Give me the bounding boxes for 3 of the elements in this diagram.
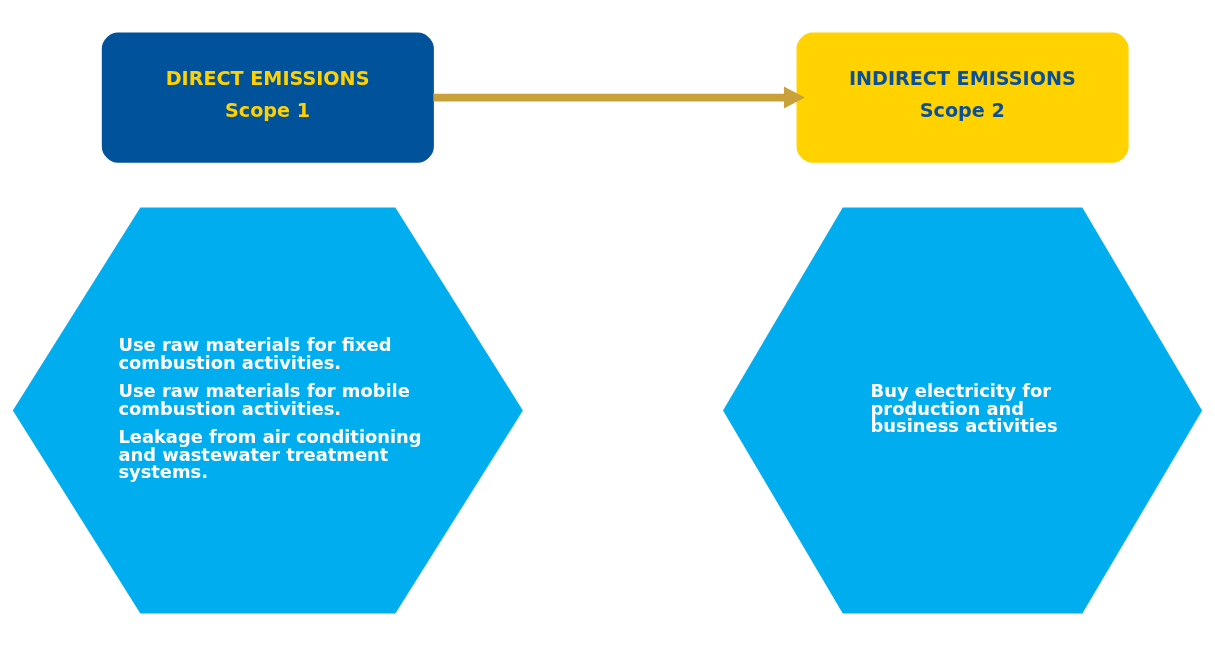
node-box: INDIRECT EMISSIONS Scope 2 [796, 31, 1129, 163]
node-box: DIRECT EMISSIONS Scope 1 [101, 31, 434, 163]
arrow [433, 86, 805, 109]
